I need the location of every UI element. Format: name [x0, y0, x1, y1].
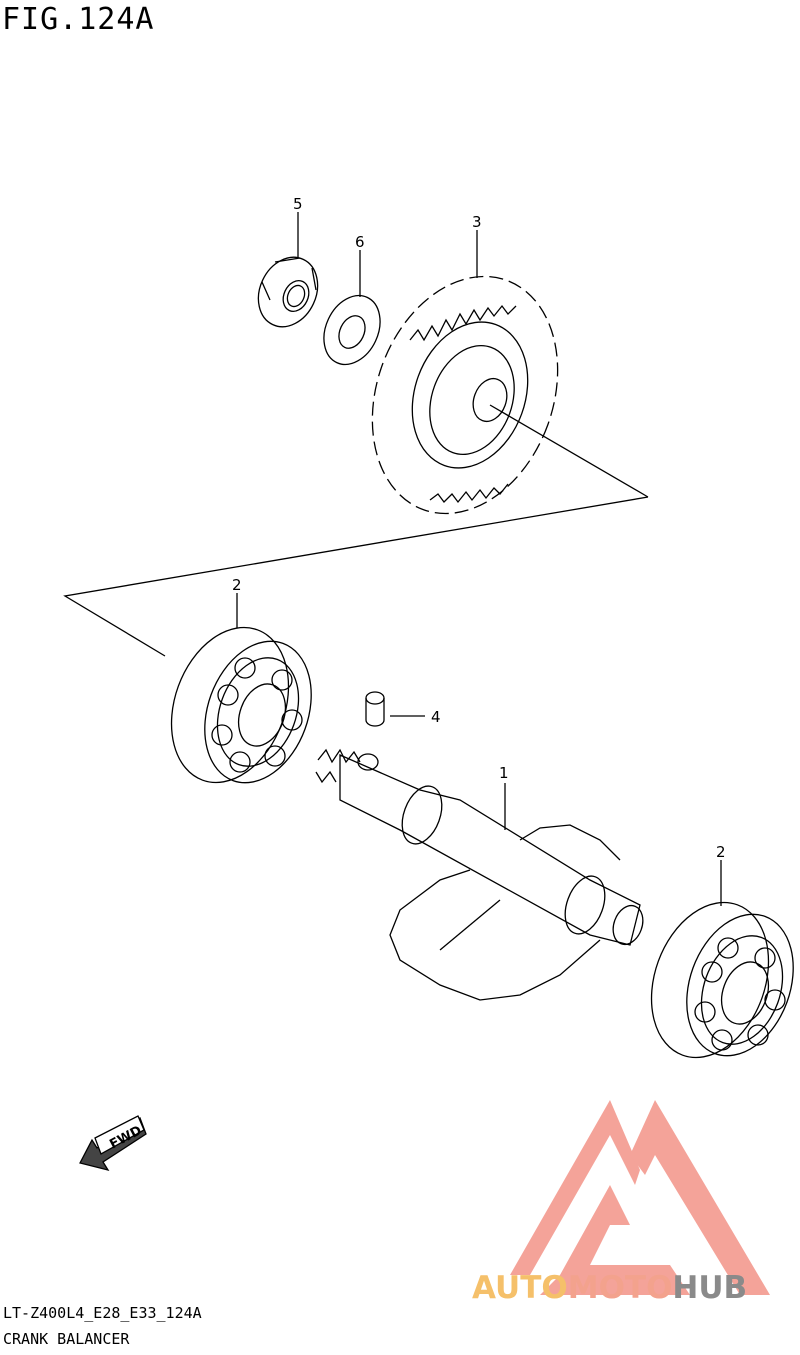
part-2-bearing-left — [170, 626, 312, 784]
callout-4: 4 — [431, 708, 441, 726]
model-code: LT-Z400L4_E28_E33_124A — [3, 1304, 202, 1322]
automotohub-watermark: AUTOMOTOHUB — [472, 1270, 748, 1306]
callout-1: 1 — [499, 764, 509, 782]
part-2-bearing-right — [650, 901, 794, 1059]
part-4-pin — [365, 691, 425, 727]
fwd-arrow-icon: FWD — [79, 1115, 147, 1172]
part-1-balancer-shaft — [315, 748, 644, 1001]
callout-2-left: 2 — [232, 576, 242, 594]
figure-title: FIG.124A — [2, 2, 155, 37]
callout-6: 6 — [355, 233, 365, 251]
part-3-gear — [371, 275, 649, 515]
callout-3: 3 — [472, 213, 482, 231]
callout-5: 5 — [293, 195, 303, 213]
callout-2-right: 2 — [716, 843, 726, 861]
automotohub-logo-icon — [510, 1100, 770, 1295]
part-5-nut — [257, 256, 319, 328]
part-6-washer — [323, 294, 381, 366]
figure-caption: CRANK BALANCER — [3, 1330, 130, 1348]
